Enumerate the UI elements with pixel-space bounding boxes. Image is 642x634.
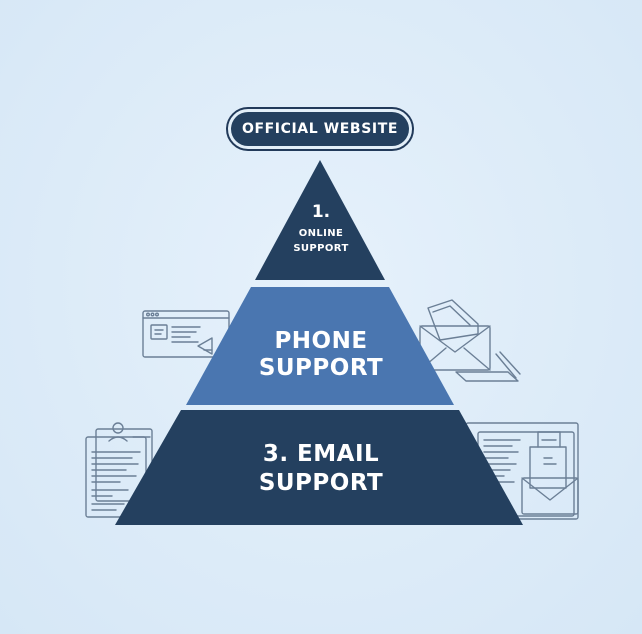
official-website-badge: OFFICIAL WEBSITE — [226, 107, 414, 151]
tier-2-label-line-2: SUPPORT — [0, 355, 642, 381]
pyramid-tier-3-email-support — [115, 410, 523, 525]
official-website-label: OFFICIAL WEBSITE — [231, 112, 409, 146]
tier-2-label-line-1: PHONE — [0, 328, 642, 354]
tier-1-number: 1. — [0, 204, 642, 221]
tier-3-label-line-2: SUPPORT — [0, 470, 642, 496]
tier-3-label-line-1: 3. EMAIL — [0, 441, 642, 467]
tier-1-label-line-1: ONLINE — [0, 228, 642, 239]
tier-1-label-line-2: SUPPORT — [0, 243, 642, 254]
